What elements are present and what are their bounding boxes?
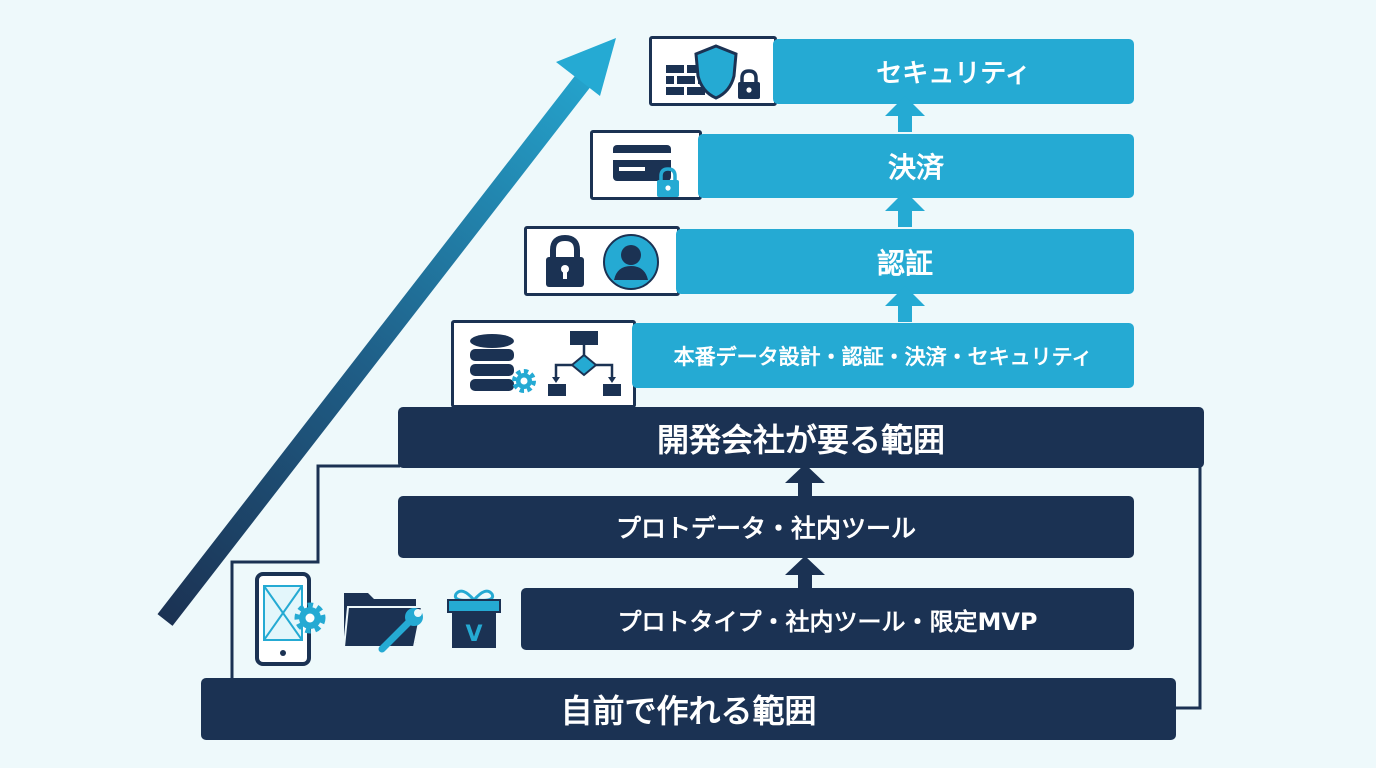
prototype-label: プロトタイプ・社内ツール・限定MVP [617, 607, 1038, 636]
dev-company-label: 開発会社が要る範囲 [656, 420, 945, 459]
flowchart-icon [548, 331, 621, 396]
security-bar: セキュリティ [773, 39, 1134, 104]
payment-label: 決済 [887, 151, 944, 184]
padlock-icon [738, 69, 760, 99]
production-bar: 本番データ設計・認証・決済・セキュリティ [632, 323, 1134, 388]
dev-company-bar: 開発会社が要る範囲 [398, 407, 1204, 468]
payment-bar: 決済 [698, 134, 1134, 198]
production-icon-box [451, 320, 636, 408]
prototype-bar: プロトタイプ・社内ツール・限定MVP [521, 588, 1134, 650]
proto-data-label: プロトデータ・社内ツール [615, 514, 916, 543]
folder-wrench-icon [342, 593, 424, 653]
up-arrow-icon [885, 96, 925, 132]
database-icon [470, 334, 514, 391]
smartphone-wireframe-icon [255, 572, 311, 666]
gear-icon [512, 369, 536, 393]
user-avatar-icon [603, 234, 659, 290]
diy-bar: 自前で作れる範囲 [201, 678, 1176, 740]
gift-box-icon: V [447, 589, 501, 648]
up-arrow-icon [885, 286, 925, 322]
up-arrow-icon [785, 556, 825, 590]
security-label: セキュリティ [876, 59, 1031, 89]
svg-text:V: V [465, 622, 482, 647]
padlock-icon [657, 167, 679, 197]
gear-icon [294, 602, 326, 634]
auth-icon-box [524, 226, 680, 296]
up-arrow-icon [785, 464, 825, 498]
credit-card-icon [613, 145, 671, 181]
diy-label: 自前で作れる範囲 [560, 692, 817, 730]
payment-icon-box [590, 130, 702, 200]
proto-data-bar: プロトデータ・社内ツール [398, 496, 1134, 558]
security-icon-box [649, 36, 777, 106]
shield-icon [694, 44, 738, 100]
auth-bar: 認証 [676, 229, 1134, 294]
production-label: 本番データ設計・認証・決済・セキュリティ [673, 344, 1093, 369]
up-arrow-icon [885, 191, 925, 227]
padlock-icon [546, 234, 584, 287]
auth-label: 認証 [876, 246, 933, 280]
